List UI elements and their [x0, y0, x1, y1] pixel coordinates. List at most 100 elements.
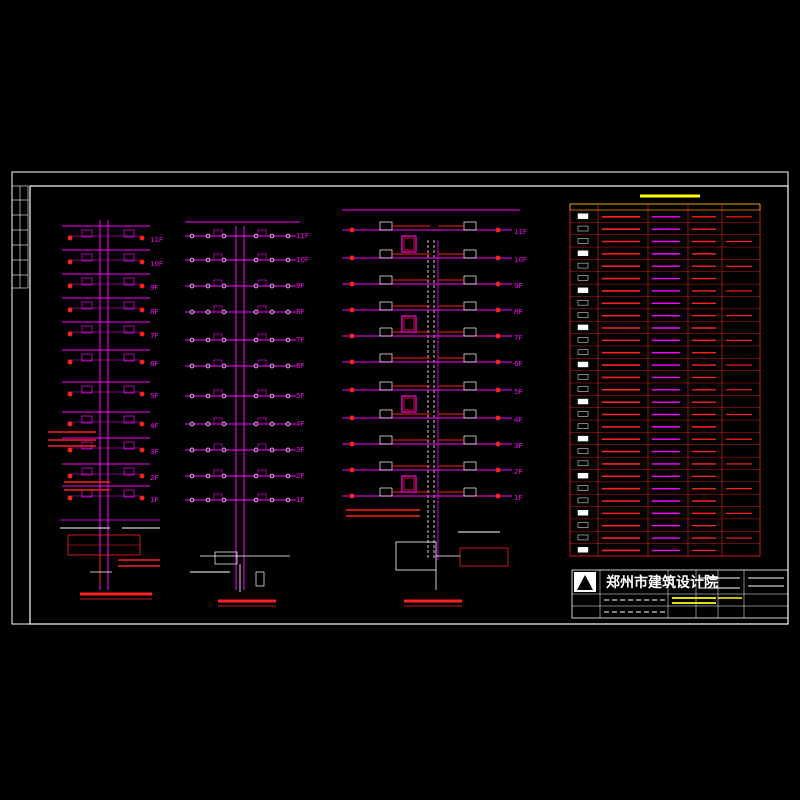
meter-box-a [81, 253, 93, 262]
switch-box-b [213, 417, 223, 425]
device-box-c [379, 409, 393, 419]
legend-symbol [577, 510, 589, 516]
binding-strip [11, 185, 29, 289]
outlet-dot-a [67, 421, 73, 427]
node-dot-c [349, 359, 355, 365]
outlet-node-b [205, 283, 211, 289]
company-name: 郑州市建筑设计院 [606, 575, 718, 591]
title-block [571, 569, 789, 619]
outlet-node-b [189, 473, 195, 479]
node-dot-c [349, 307, 355, 313]
meter-box-a [123, 277, 135, 286]
outlet-node-b [285, 447, 291, 453]
device-box-c [379, 487, 393, 497]
outlet-dot-a [139, 359, 145, 365]
distribution-box-inner-c [403, 477, 415, 491]
device-box-c [463, 327, 477, 337]
device-box-c [463, 275, 477, 285]
legend-symbol [577, 435, 589, 442]
outlet-node-b [189, 233, 195, 239]
floor-label-a: 5F [150, 392, 158, 400]
floor-label-b: 5F [296, 392, 304, 400]
meter-box-a [123, 415, 135, 424]
outlet-node-b [205, 393, 211, 399]
outlet-dot-a [67, 473, 73, 479]
floor-label-b: 2F [296, 472, 304, 480]
outlet-node-b [269, 233, 275, 239]
floor-label-a: 9F [150, 284, 158, 292]
floor-label-a: 11F [150, 236, 163, 244]
outlet-dot-a [139, 331, 145, 337]
floor-label-a: 2F [150, 474, 158, 482]
floor-label-a: 6F [150, 360, 158, 368]
switch-box-b [213, 493, 223, 501]
node-dot-c [495, 333, 501, 339]
switch-box-b [257, 229, 267, 237]
legend-symbol [577, 275, 589, 281]
outlet-dot-a [139, 283, 145, 289]
floor-label-a: 8F [150, 308, 158, 316]
legend-header-row [569, 203, 761, 211]
outlet-node-b [285, 257, 291, 263]
legend-symbol [577, 411, 589, 417]
outlet-node-b [205, 421, 211, 427]
legend-symbol [577, 386, 589, 392]
legend-symbol [577, 287, 589, 294]
outlet-node-b [269, 309, 275, 315]
meter-box-a [123, 489, 135, 498]
riser-diagram-a: 11F10F9F8F7F6F5F4F3F2F1FPB [48, 220, 163, 600]
distribution-box-c [401, 395, 417, 413]
device-box-c [463, 409, 477, 419]
node-dot-c [349, 387, 355, 393]
switch-box-b [257, 417, 267, 425]
switch-box-b [257, 443, 267, 451]
switch-box-b [213, 389, 223, 397]
node-dot-c [349, 227, 355, 233]
device-box-c [379, 275, 393, 285]
floor-label-c: 11F [514, 228, 527, 236]
outlet-node-b [189, 283, 195, 289]
outlet-node-b [189, 363, 195, 369]
legend-symbol [577, 262, 589, 269]
outlet-dot-a [139, 235, 145, 241]
annotation-box-c [459, 547, 509, 567]
outlet-node-b [285, 393, 291, 399]
outlet-node-b [285, 363, 291, 369]
outlet-node-b [285, 283, 291, 289]
meter-box-a [123, 441, 135, 450]
floor-label-b: 6F [296, 362, 304, 370]
legend-symbol [577, 337, 589, 343]
outlet-dot-a [67, 259, 73, 265]
node-dot-c [349, 333, 355, 339]
outlet-node-b [189, 421, 195, 427]
distribution-box-c [401, 315, 417, 333]
legend-symbol [577, 213, 589, 219]
outlet-node-b [285, 421, 291, 427]
floor-label-b: 3F [296, 446, 304, 454]
outlet-dot-a [67, 359, 73, 365]
legend-symbol [577, 238, 589, 244]
distribution-box-c [401, 235, 417, 253]
outlet-node-b [189, 309, 195, 315]
meter-box-a [81, 301, 93, 310]
outlet-dot-a [67, 447, 73, 453]
switch-box-b [257, 469, 267, 477]
switch-box-b [213, 443, 223, 451]
outlet-node-b [269, 497, 275, 503]
floor-label-c: 6F [514, 360, 522, 368]
device-box-c [379, 353, 393, 363]
device-box-c [463, 381, 477, 391]
outlet-node-b [189, 393, 195, 399]
outlet-dot-a [139, 473, 145, 479]
outlet-node-b [205, 473, 211, 479]
floor-label-c: 10F [514, 256, 527, 264]
floor-label-c: 2F [514, 468, 522, 476]
distribution-box-inner-c [403, 317, 415, 331]
switch-box-b [257, 389, 267, 397]
legend-symbol [577, 398, 589, 405]
ground-box-b [255, 571, 265, 587]
meter-box-a [81, 353, 93, 362]
floor-label-a: 10F [150, 260, 163, 268]
device-box-c [379, 249, 393, 259]
